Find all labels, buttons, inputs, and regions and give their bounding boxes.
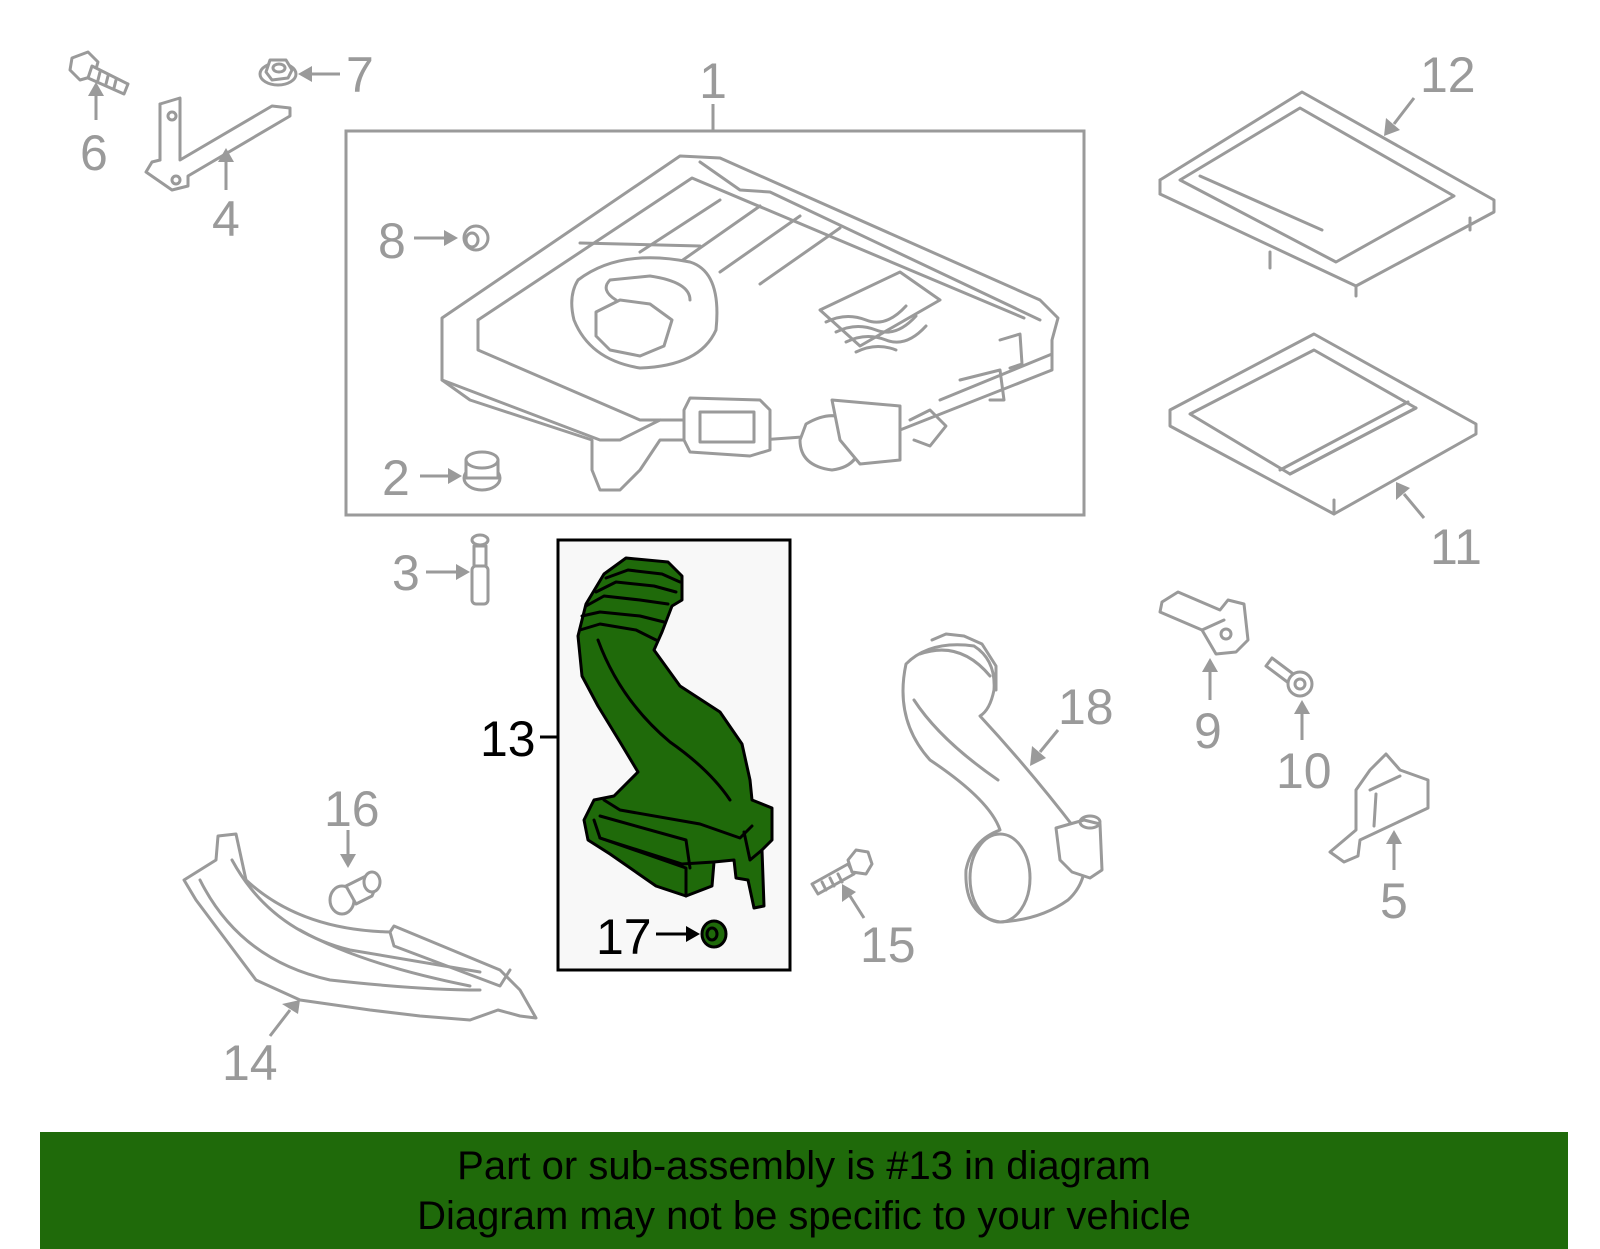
callout-labels: 1 2 3 4 5 6 7 8 9 10 11 12 13 14 15 16 1… [80, 47, 1482, 1091]
callout-label-16[interactable]: 16 [324, 781, 380, 837]
callout-arrow-16 [340, 830, 356, 868]
callout-label-15[interactable]: 15 [860, 917, 916, 973]
part-7-nut[interactable] [258, 58, 298, 87]
callout-label-12[interactable]: 12 [1420, 47, 1476, 103]
footer-line-part-number: Part or sub-assembly is #13 in diagram [457, 1143, 1151, 1188]
part-8-grommet[interactable] [462, 224, 490, 252]
part-15-bolt[interactable] [810, 848, 874, 896]
callout-label-11[interactable]: 11 [1430, 519, 1482, 575]
part-1-group-frame [344, 129, 1086, 517]
callout-arrow-5 [1386, 830, 1402, 870]
callout-arrow-10 [1294, 700, 1310, 740]
callout-arrow-4 [218, 148, 234, 190]
callout-label-14[interactable]: 14 [222, 1035, 278, 1091]
callout-arrow-11 [1396, 482, 1426, 519]
callout-label-9[interactable]: 9 [1194, 703, 1222, 759]
part-11-filter-element[interactable] [1168, 332, 1478, 516]
callout-label-2[interactable]: 2 [382, 450, 410, 506]
callout-label-5[interactable]: 5 [1380, 873, 1408, 929]
part-3-pin[interactable] [470, 533, 490, 606]
part-14-air-deflector[interactable] [182, 832, 538, 1022]
callout-arrow-9 [1202, 658, 1218, 700]
part-12-filter-cover[interactable] [1158, 90, 1496, 298]
part-9-bracket[interactable] [1158, 590, 1250, 656]
callout-label-4[interactable]: 4 [212, 191, 240, 247]
callout-arrow-14 [268, 1000, 300, 1037]
part-13-air-intake-duct[interactable] [576, 556, 774, 910]
callout-label-3[interactable]: 3 [392, 545, 420, 601]
callout-label-10[interactable]: 10 [1276, 743, 1332, 799]
callout-arrow-3 [426, 564, 470, 580]
callout-arrow-8 [414, 230, 458, 246]
footer-banner: Part or sub-assembly is #13 in diagram D… [40, 1132, 1568, 1249]
part-2-grommet[interactable] [462, 450, 502, 492]
part-16-push-clip[interactable] [328, 870, 382, 916]
part-6-bolt[interactable] [68, 50, 130, 96]
callout-arrow-15 [842, 884, 866, 919]
part-10-screw[interactable] [1264, 656, 1314, 698]
callout-label-13[interactable]: 13 [480, 711, 536, 767]
callout-arrow-6 [88, 82, 104, 120]
callout-label-18[interactable]: 18 [1058, 679, 1114, 735]
callout-label-17[interactable]: 17 [596, 909, 652, 965]
callout-arrow-18 [1030, 729, 1060, 766]
part-17-grommet[interactable] [700, 919, 728, 949]
callout-label-6[interactable]: 6 [80, 125, 108, 181]
callout-arrow-7 [298, 66, 340, 82]
callout-label-1[interactable]: 1 [699, 53, 727, 109]
part-18-intake-hose[interactable] [901, 632, 1104, 924]
callout-arrow-12 [1384, 97, 1416, 136]
footer-line-disclaimer: Diagram may not be specific to your vehi… [417, 1193, 1191, 1238]
part-1-air-cleaner-assembly[interactable] [440, 154, 1060, 492]
part-4-bracket[interactable] [144, 96, 292, 192]
callout-arrow-17 [656, 926, 700, 942]
part-5-bracket[interactable] [1328, 752, 1430, 864]
callout-arrow-2 [420, 468, 462, 484]
callout-label-7[interactable]: 7 [346, 47, 374, 103]
callout-label-8[interactable]: 8 [378, 213, 406, 269]
